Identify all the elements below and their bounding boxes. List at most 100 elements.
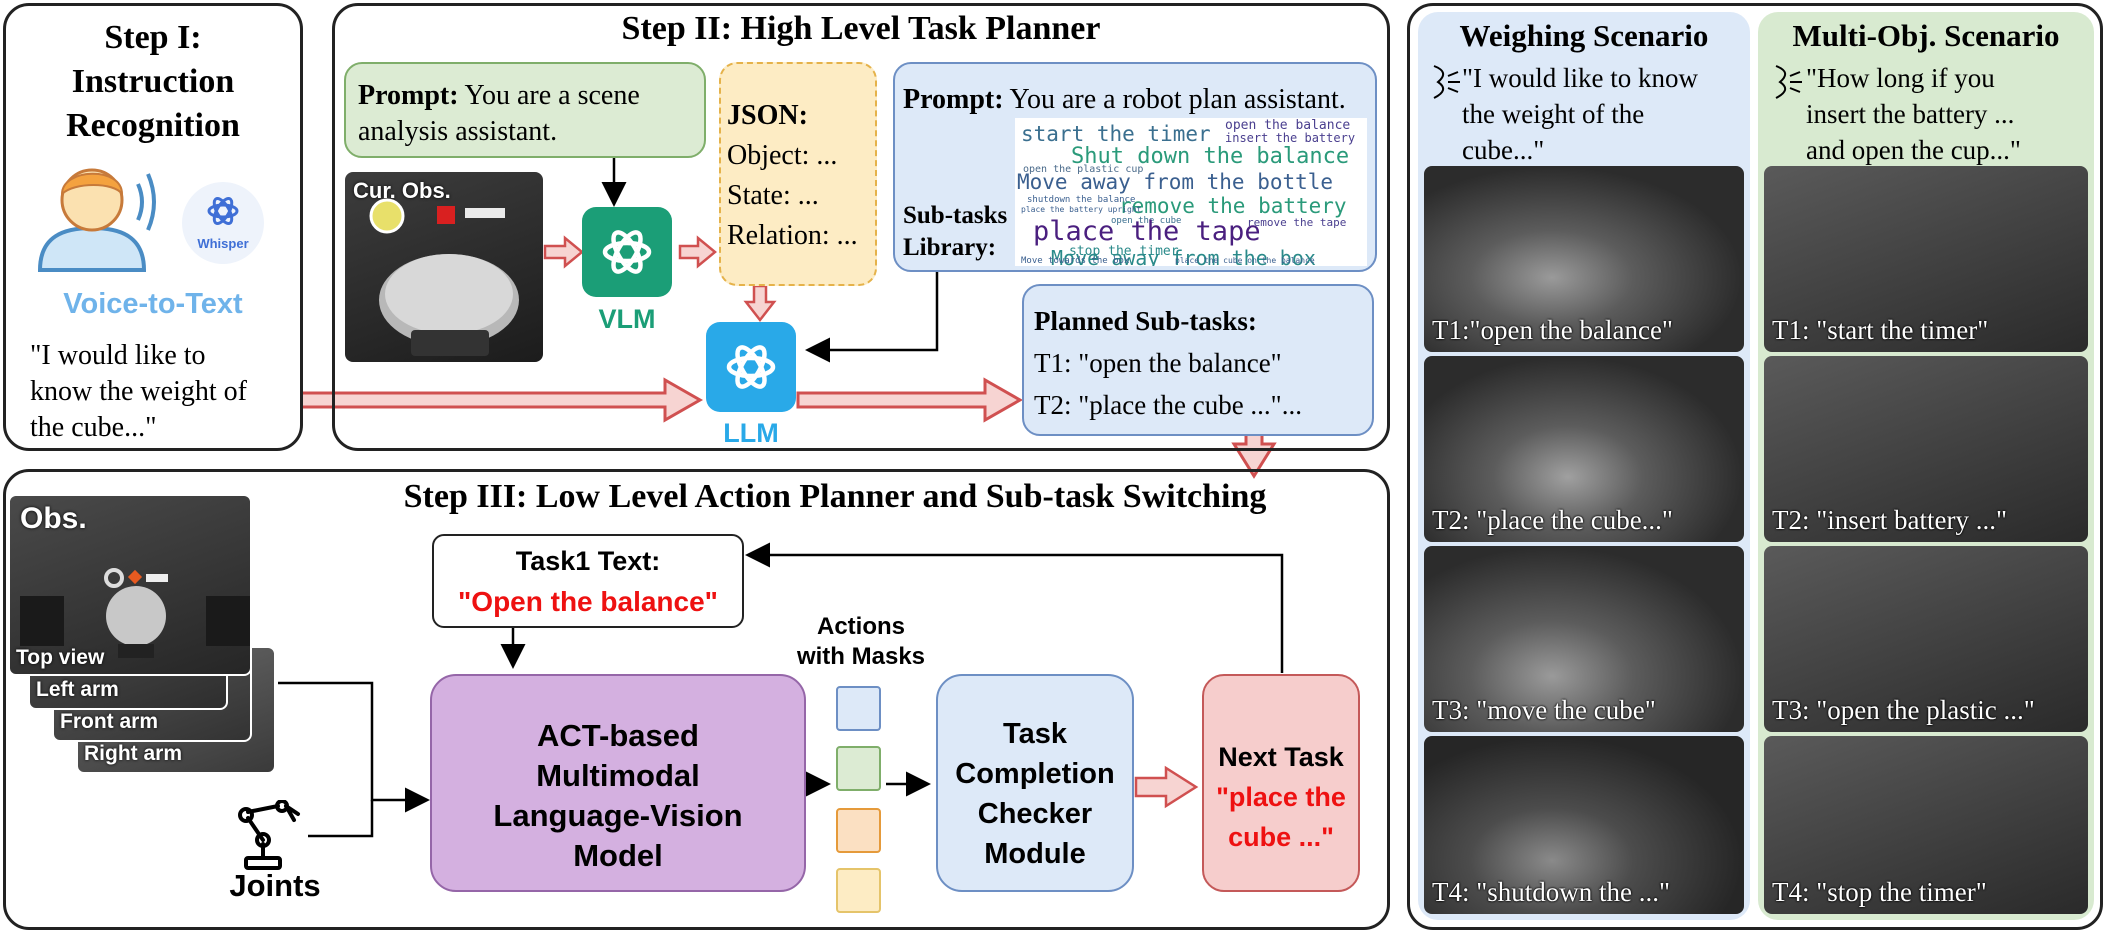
scene-prompt-box: Prompt: You are a scene analysis assista…: [344, 62, 706, 158]
weighing-title: Weighing Scenario: [1459, 18, 1709, 53]
checker-text: Task Completion Checker Module: [938, 714, 1132, 874]
step1-title-line2: Instruction: [71, 63, 235, 100]
step1-quote-line1: "I would like to: [30, 340, 206, 371]
multiobj-caption-t1: T1: "start the timer": [1772, 315, 1989, 345]
act-model-line: Model: [573, 838, 663, 873]
robot-plan-prompt-box: Prompt: You are a robot plan assistant. …: [893, 62, 1377, 272]
weighing-quote-line: the weight of the: [1462, 99, 1645, 129]
multiobj-quote-line: "How long if you: [1806, 63, 1995, 93]
planned-t1: T1: "open the balance": [1034, 348, 1282, 378]
robot-prompt-bold: Prompt:: [903, 84, 1004, 115]
weighing-frame-t4: T4: "shutdown the ...": [1424, 736, 1744, 914]
task1-title: Task1 Text:: [515, 546, 661, 576]
scene-prompt-text: Prompt: You are a scene analysis assista…: [358, 78, 640, 150]
json-to-llm-arrow: [743, 284, 777, 323]
planned-t2: T2: "place the cube ..."...: [1034, 390, 1302, 420]
step1-panel: Step I: Instruction Recognition Whisper …: [3, 3, 303, 451]
multiobj-caption-t2: T2: "insert battery ...": [1772, 505, 2007, 535]
next-task-line2[interactable]: cube ...": [1228, 822, 1334, 852]
llm-label: LLM: [723, 418, 779, 448]
joints-label: Joints: [229, 868, 321, 903]
next-task-line1[interactable]: "place the: [1216, 782, 1346, 812]
word-cloud-item: open the balance: [1225, 118, 1351, 133]
step2-title: Step II: High Level Task Planner: [621, 10, 1101, 47]
task1-value[interactable]: "Open the balance": [458, 586, 718, 617]
multiobj-quote-line: insert the battery ...: [1806, 99, 2015, 129]
weighing-caption-t2: T2: "place the cube...": [1432, 505, 1673, 535]
subtask-word-cloud: start the timer open the balance insert …: [1015, 118, 1367, 266]
speech-icon: [1433, 65, 1460, 99]
step1-quote-line3: the cube...": [30, 412, 157, 443]
multiobj-caption-t4: T4: "stop the timer": [1772, 877, 1987, 907]
word-cloud-item: insert the battery: [1225, 131, 1356, 145]
robot-plan-prompt-text: Prompt: You are a robot plan assistant.: [903, 84, 1346, 116]
weighing-frame-t2: T2: "place the cube...": [1424, 356, 1744, 542]
multiobj-frame-t2: T2: "insert battery ...": [1764, 356, 2088, 542]
word-cloud-item: Move away from the box: [1051, 246, 1316, 266]
subtasks-label-line1: Sub-tasks: [903, 202, 1008, 229]
front-arm-label: Front arm: [60, 710, 159, 733]
vlm-label: VLM: [598, 304, 656, 334]
word-cloud-item: start the timer: [1021, 122, 1211, 146]
weighing-caption-t4: T4: "shutdown the ...": [1432, 877, 1671, 907]
word-cloud-item: place the battery upright: [1021, 205, 1142, 214]
feedback-loop-line: [745, 542, 1284, 673]
json-title: JSON:: [727, 100, 808, 131]
word-cloud-item: shutdown the balance: [1027, 195, 1136, 205]
json-line-state: State: ...: [727, 180, 819, 211]
scene-prompt-rest: You are a scene: [458, 80, 640, 111]
multiobj-quote: "How long if you insert the battery ... …: [1806, 60, 2021, 168]
speaking-person-icon: [37, 168, 156, 272]
word-cloud-item: Move away from the bottle: [1017, 170, 1334, 194]
weighing-caption-t3: T3: "move the cube": [1432, 695, 1656, 725]
scene-prompt-line2: analysis assistant.: [358, 116, 558, 147]
next-task-title: Next Task: [1218, 742, 1344, 772]
act-model-box: ACT-based Multimodal Language-Vision Mod…: [430, 674, 806, 892]
word-cloud-item: open the cube: [1111, 216, 1182, 226]
json-line-relation: Relation: ...: [727, 220, 858, 251]
left-arm-label: Left arm: [36, 678, 119, 701]
step1-title: Step I: Instruction Recognition: [6, 16, 300, 148]
current-observation-image: Cur. Obs.: [345, 172, 543, 362]
weighing-quote: "I would like to know the weight of the …: [1462, 60, 1698, 168]
next-task-box: Next Task "place the cube ...": [1202, 674, 1360, 892]
speech-icon: [1775, 65, 1802, 99]
whisper-logo-icon: Whisper: [182, 182, 264, 264]
json-line-object: Object: ...: [727, 140, 838, 171]
cur-obs-label: Cur. Obs.: [353, 178, 451, 203]
robot-arm-joints-icon: [238, 800, 300, 870]
task-completion-checker-box: Task Completion Checker Module: [936, 674, 1134, 892]
obs-to-model-line: [278, 681, 430, 813]
actions-label-line2: with Masks: [796, 643, 926, 670]
planned-subtasks-title: Planned Sub-tasks:: [1034, 306, 1257, 336]
weighing-caption-t1: T1:"open the balance": [1432, 315, 1673, 345]
multiobj-quote-line: and open the cup...": [1806, 135, 2021, 165]
word-cloud-item: Shut down the balance: [1071, 144, 1350, 169]
subtasks-library-label: Sub-tasks Library:: [903, 200, 1007, 264]
scene-prompt-bold: Prompt:: [358, 80, 459, 111]
word-cloud-item: remove the tape: [1247, 216, 1347, 229]
checker-line: Completion: [955, 758, 1115, 790]
obs-label: Obs.: [20, 502, 87, 535]
word-cloud-item: remove the battery: [1119, 194, 1347, 218]
step3-title: Step III: Low Level Action Planner and S…: [403, 478, 1267, 515]
voice-to-text-label: Voice-to-Text: [63, 288, 243, 320]
act-model-text: ACT-based Multimodal Language-Vision Mod…: [432, 716, 804, 876]
llm-to-planned-arrow: [796, 377, 1024, 423]
word-cloud-item: place the cube on the balance: [1175, 256, 1315, 265]
step1-quote-line2: know the weight of: [30, 376, 247, 407]
task1-text-box: Task1 Text: "Open the balance": [432, 534, 744, 628]
top-view-label: Top view: [16, 646, 105, 669]
checker-line: Checker: [977, 798, 1093, 830]
obs-to-vlm-arrow: [543, 235, 584, 269]
voice-to-llm-arrow: [290, 377, 704, 423]
act-model-line: ACT-based: [537, 718, 699, 753]
action-mask-green: [836, 746, 881, 791]
multiobj-caption-t3: T3: "open the plastic ...": [1772, 695, 2035, 725]
multiobj-title: Multi-Obj. Scenario: [1792, 18, 2060, 53]
act-model-line: Language-Vision: [493, 798, 743, 833]
weighing-quote-line: "I would like to know: [1462, 63, 1698, 93]
checker-line: Task: [1003, 718, 1067, 750]
multiobj-frame-t1: T1: "start the timer": [1764, 166, 2088, 352]
